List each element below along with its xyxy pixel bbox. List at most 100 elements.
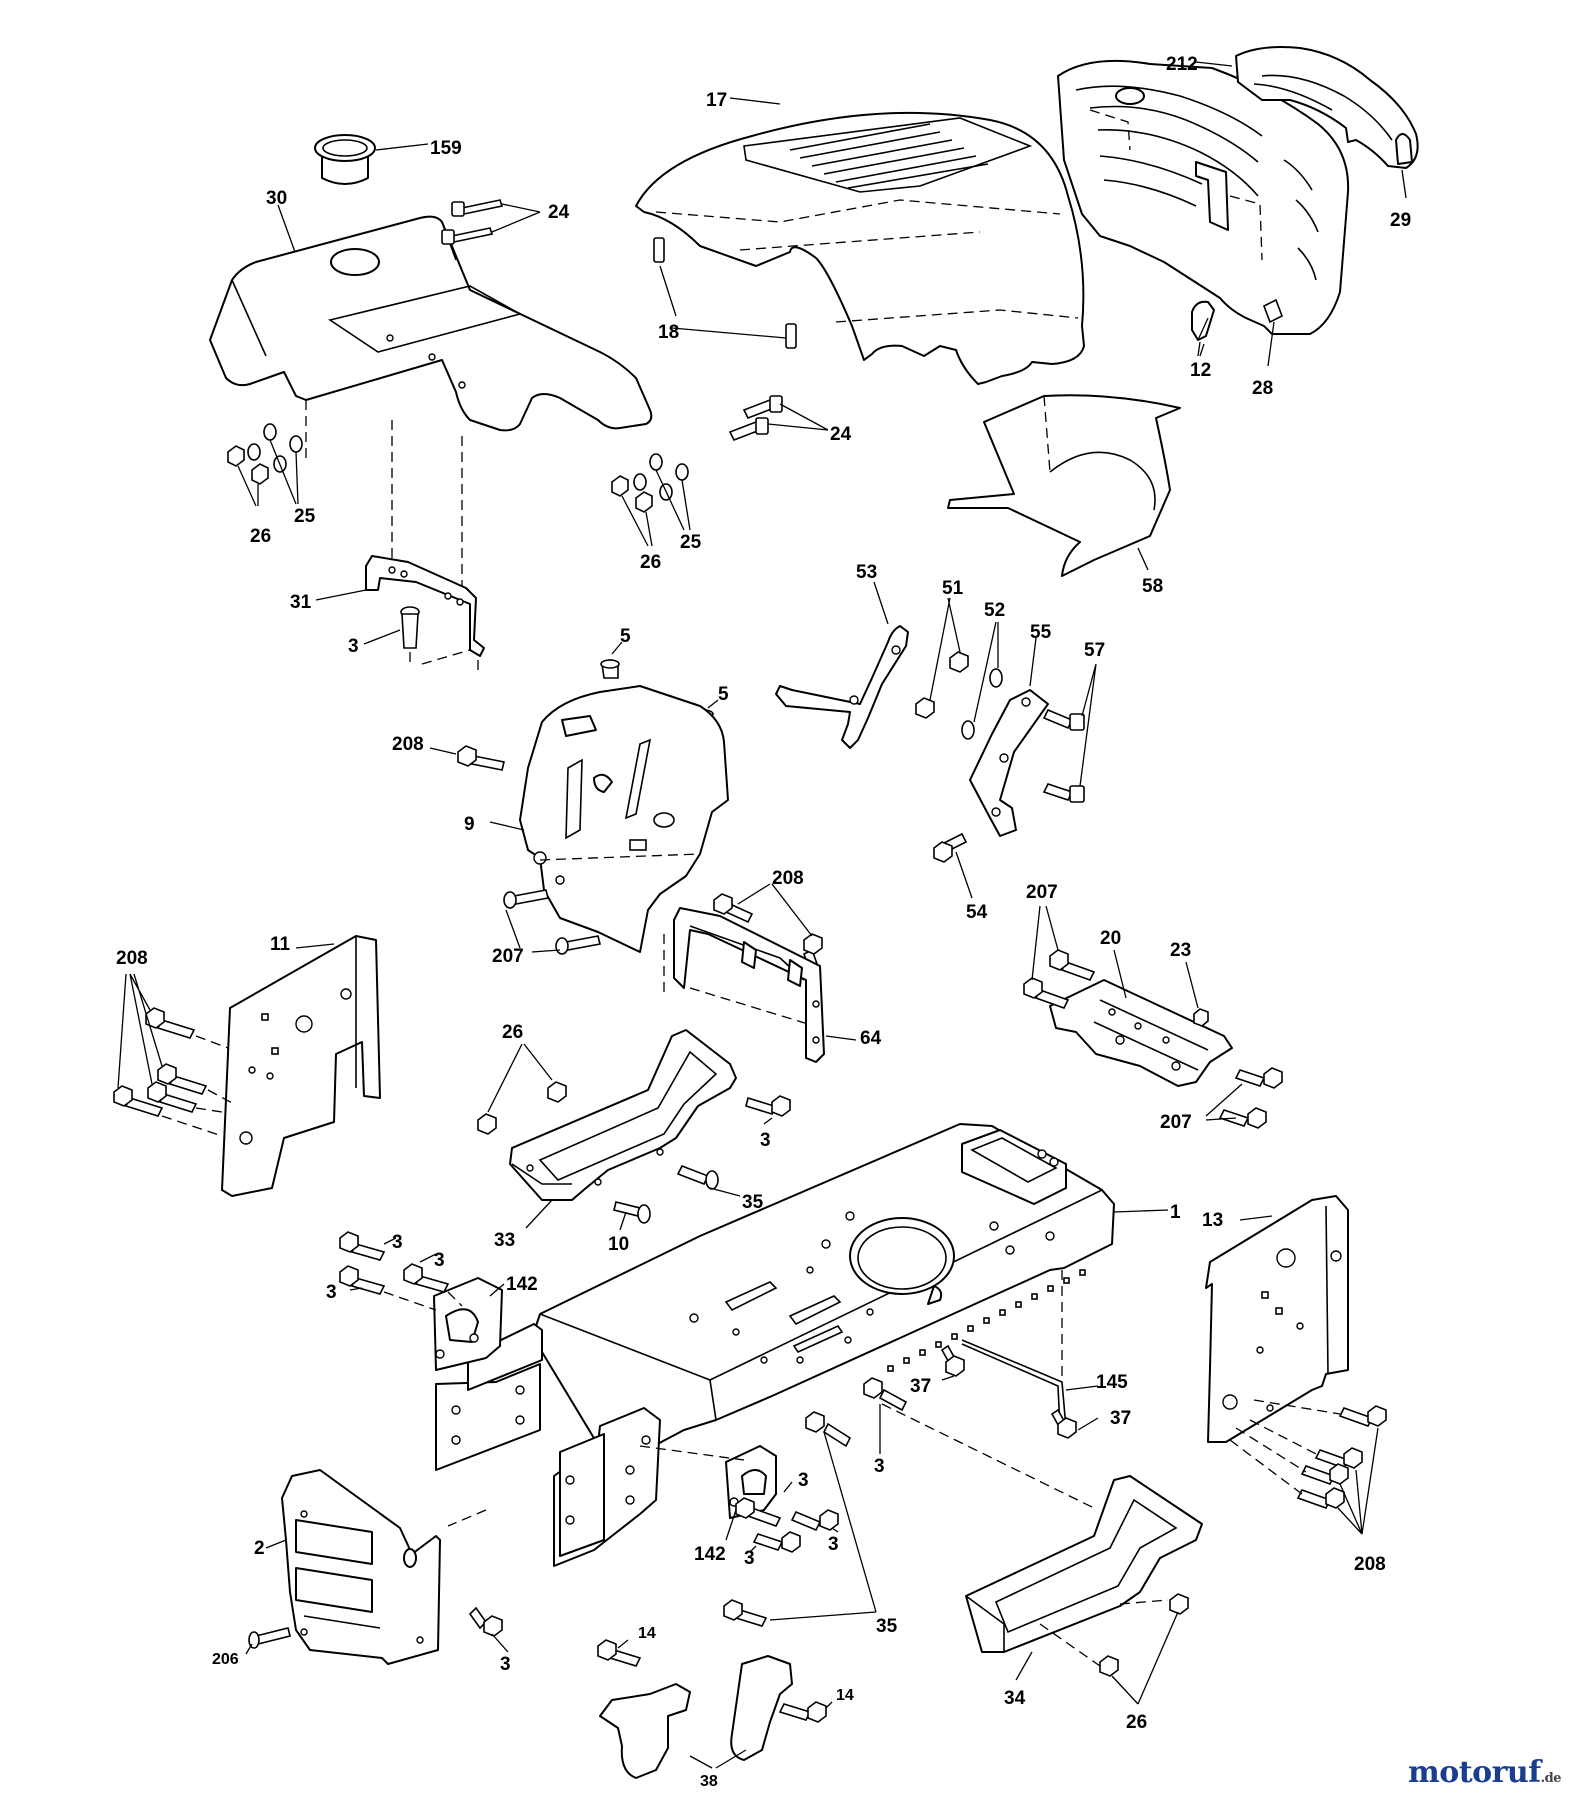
part-bolt-207-b [1023,949,1096,1009]
callout-52: 52 [984,600,1005,621]
part-washer-nut-25-26-left [227,423,303,485]
part-washer-52 [961,668,1003,740]
part-side-panel-13 [1205,1195,1349,1443]
callout-35-footrest: 35 [742,1192,764,1213]
callout-17: 17 [706,90,727,111]
callout-1: 1 [1170,1202,1181,1223]
callout-3-bracket-a: 3 [798,1470,809,1491]
callout-208-dash: 208 [392,734,424,755]
callout-2: 2 [254,1538,265,1559]
callout-29: 29 [1390,210,1411,231]
part-nut-23 [1193,1008,1209,1027]
callout-207-plate-top: 207 [1026,882,1058,903]
callout-23: 23 [1170,940,1191,961]
callout-26-right: 26 [640,552,661,573]
callout-37-left: 37 [910,1376,931,1397]
callout-3-bracket-b: 3 [828,1534,839,1555]
callout-54: 54 [966,902,988,923]
part-nut-26-c [477,1081,567,1135]
callout-58: 58 [1142,576,1163,597]
part-bolt-3-d [735,1497,839,1553]
watermark-tld: .de [1540,1771,1562,1786]
part-bracket-53 [775,625,909,749]
part-bolt-208-a [457,745,505,771]
callout-3-bracket-c: 3 [744,1548,755,1569]
watermark-brand: motoruf [1407,1755,1541,1790]
part-clip-18 [653,237,797,349]
callout-212: 212 [1166,54,1198,75]
callout-24-lower: 24 [830,424,852,445]
part-screw-3-a [400,606,420,649]
part-bolt-3-f [468,1606,503,1637]
callout-11: 11 [270,934,291,955]
callout-208-right: 208 [1354,1554,1386,1575]
callout-25-left: 25 [294,506,316,527]
callout-31: 31 [290,592,312,613]
part-screw-54 [933,832,968,863]
part-bolt-24-lower [728,395,783,442]
callout-5-left: 5 [620,626,631,647]
callout-208-center: 208 [772,868,804,889]
callout-18: 18 [658,322,679,343]
callout-28: 28 [1252,378,1273,399]
part-bolt-24-upper [441,199,504,245]
part-bolt-208-c [113,1007,208,1117]
part-front-plate-left [435,1323,543,1471]
part-pin-206 [248,1627,291,1649]
part-footrest-34 [965,1475,1203,1653]
callout-145: 145 [1096,1372,1128,1393]
part-dash-panel-9 [519,685,729,953]
callout-14-right: 14 [836,1687,854,1704]
callout-3-left-low: 3 [326,1282,337,1303]
callout-37-right: 37 [1110,1408,1131,1429]
callout-206: 206 [212,1651,239,1668]
callout-14-left: 14 [638,1625,656,1642]
callout-26-footrest: 26 [502,1022,523,1043]
part-frame-1 [533,1123,1115,1469]
callout-3-left-mid: 3 [434,1250,445,1271]
part-rod-145 [961,1339,1067,1429]
part-bolt-3-b [745,1095,791,1117]
callout-142-right: 142 [694,1544,726,1565]
part-center-plate [553,1407,661,1567]
watermark-logo: motoruf.de [1407,1755,1562,1790]
callout-3-left-top: 3 [392,1232,403,1253]
callout-207-plate-bottom: 207 [1160,1112,1192,1133]
part-bolt-35-a [676,1164,719,1190]
part-fender-30 [209,215,653,432]
callout-55: 55 [1030,622,1052,643]
part-front-plate-2 [281,1469,441,1665]
callout-26-left: 26 [250,526,271,547]
callout-57: 57 [1084,640,1105,661]
part-bolt-57 [1042,708,1085,803]
callout-26-right-footrest: 26 [1126,1712,1147,1733]
part-support-64 [663,907,825,1063]
part-nut-26-d [1099,1593,1189,1677]
callout-53: 53 [856,562,877,583]
part-bolt-208-d [1296,1405,1387,1509]
part-latch-12 [1191,300,1215,341]
part-side-panel-11 [221,935,381,1197]
part-heat-shield-58 [947,394,1181,577]
callout-9: 9 [464,814,475,835]
callout-208-left: 208 [116,948,148,969]
part-bracket-142-a [433,1277,503,1371]
part-bolt-3-e [863,1377,908,1412]
callout-24-upper: 24 [548,202,570,223]
callout-30: 30 [266,188,287,209]
callout-3-a: 3 [348,636,359,657]
callout-38: 38 [700,1773,718,1790]
callout-51: 51 [942,578,964,599]
callout-25-right: 25 [680,532,702,553]
part-plate-20 [1049,979,1233,1087]
part-bracket-31 [365,555,485,657]
part-washer-nut-25-26-right [611,453,689,513]
callout-35-lower: 35 [876,1616,898,1637]
part-screw-37 [940,1344,1077,1439]
callout-3-lower-left: 3 [500,1654,511,1675]
callout-12: 12 [1190,360,1211,381]
part-bracket-142-b [725,1445,777,1519]
callout-64: 64 [860,1028,882,1049]
part-grille-212 [1057,59,1350,335]
